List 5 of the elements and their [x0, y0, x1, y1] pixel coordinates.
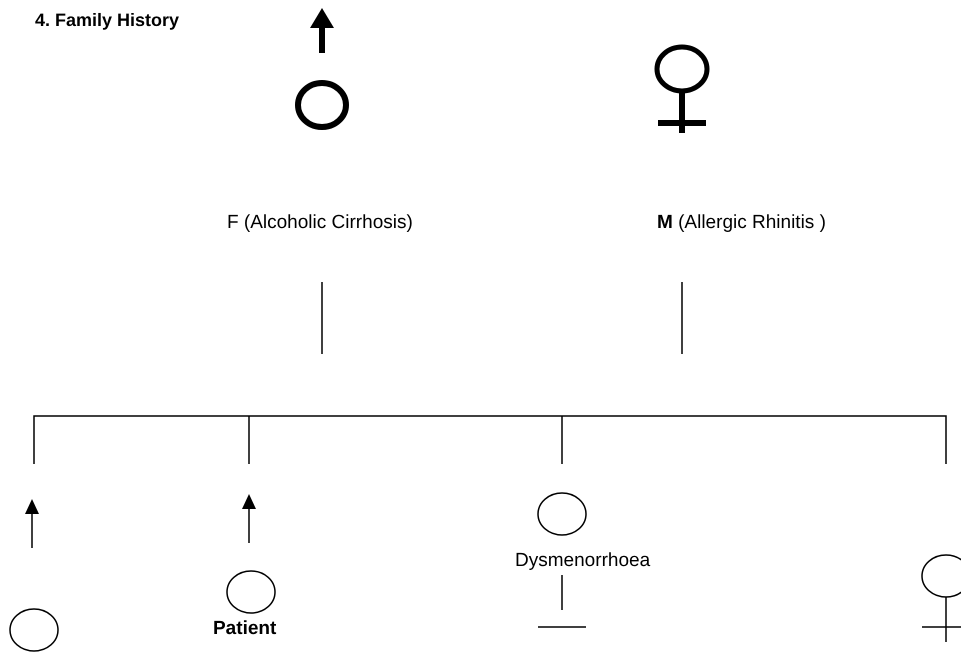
- condition-label: Dysmenorrhoea: [515, 549, 650, 573]
- person-label: M (Allergic Rhinitis ): [657, 211, 826, 235]
- patient-label: Patient: [213, 617, 276, 641]
- person-label: F (Alcoholic Cirrhosis): [227, 211, 413, 235]
- title: 4. Family History: [35, 9, 180, 32]
